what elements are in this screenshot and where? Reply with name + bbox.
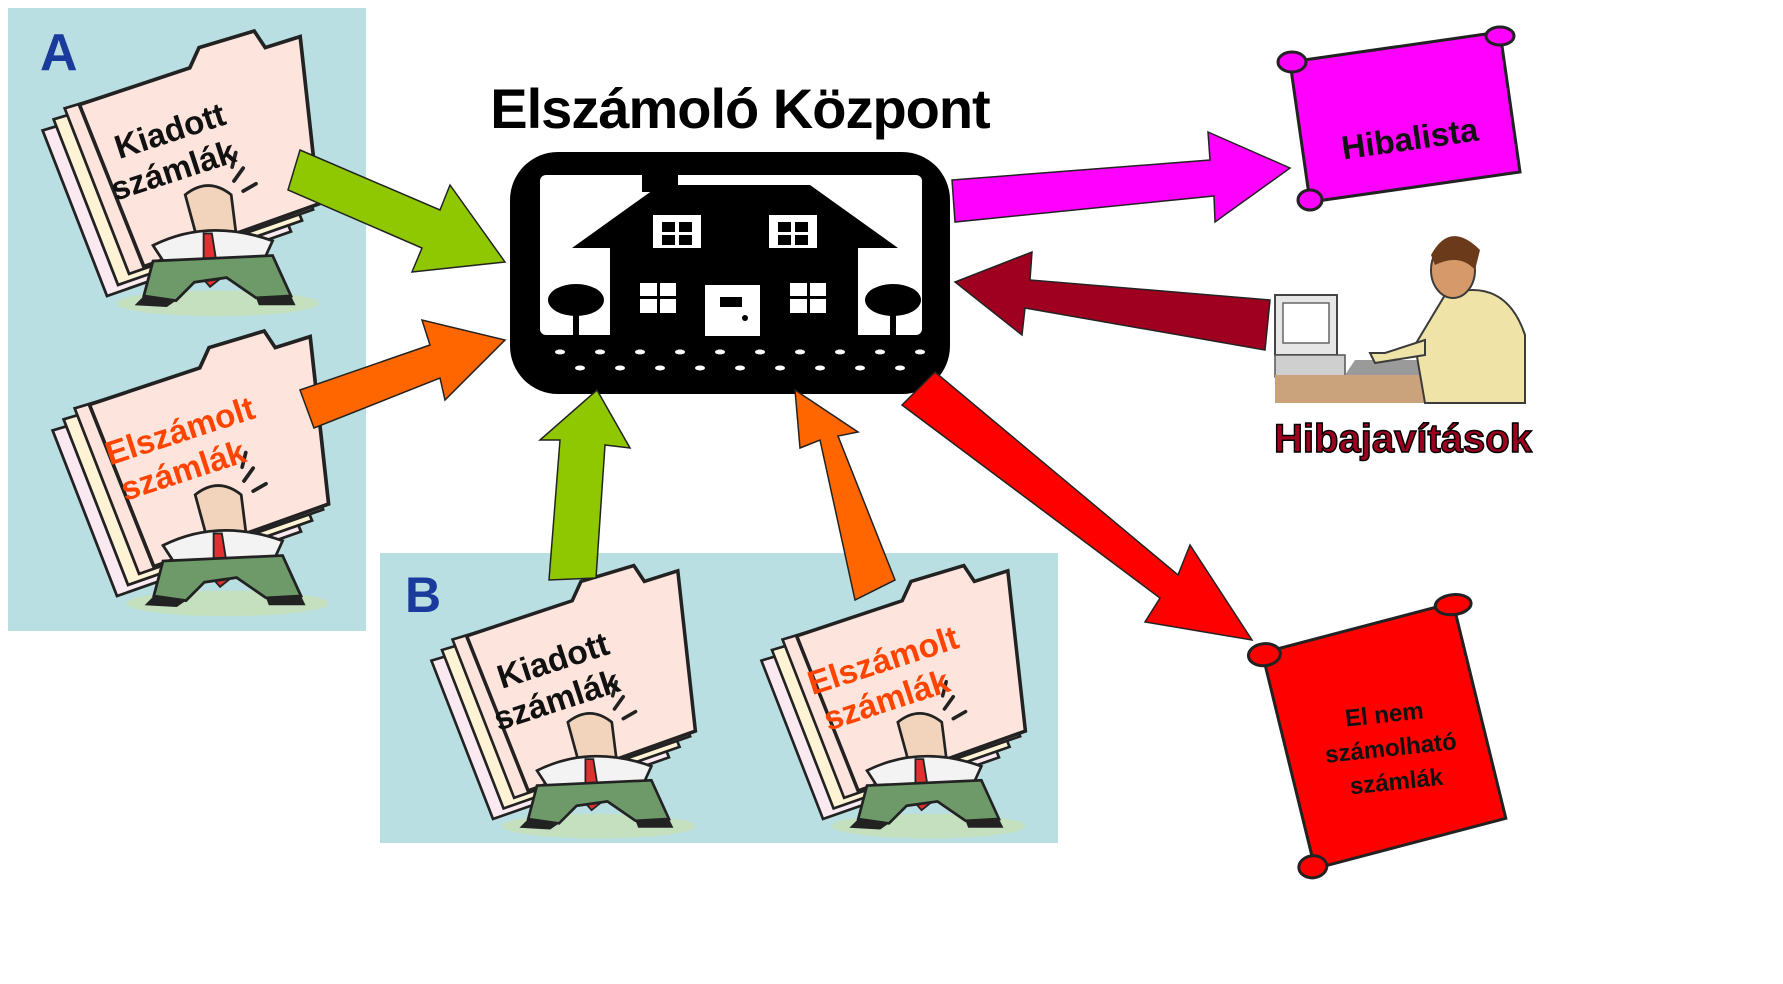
panel-a: A Kiadott számlák Elszámolt számlák bbox=[8, 8, 366, 631]
panel-b-settled-invoices: Elszámolt számlák bbox=[759, 563, 1028, 841]
arrow-b-settled-to-center bbox=[794, 388, 896, 602]
unsettleable-scroll: El nem számolható számlák bbox=[1246, 593, 1508, 880]
corrections-label: Hibajavítások bbox=[1274, 417, 1533, 461]
arrow-b-issued-to-center bbox=[538, 388, 632, 581]
arrow-center-to-unsettleable bbox=[900, 370, 1254, 642]
arrow-a-issued-to-center bbox=[287, 148, 507, 273]
person-at-computer-icon bbox=[1274, 236, 1526, 404]
panel-a-settled-invoices: Elszámolt számlák bbox=[50, 329, 331, 619]
panel-b: B Kiadott számlák Elszámolt számlák bbox=[380, 553, 1058, 843]
page-title: Elszámoló Központ bbox=[490, 77, 990, 140]
panel-b-issued-invoices: Kiadott számlák bbox=[429, 563, 698, 841]
house-icon bbox=[510, 152, 950, 394]
arrow-a-settled-to-center bbox=[299, 318, 507, 429]
panel-a-label: A bbox=[40, 24, 78, 82]
error-list-scroll: Hibalista bbox=[1276, 25, 1522, 212]
panel-b-label: B bbox=[405, 567, 441, 623]
panel-a-issued-invoices: Kiadott számlák bbox=[40, 29, 321, 319]
arrow-center-to-error-list bbox=[951, 130, 1292, 224]
arrow-corrections-to-center bbox=[953, 250, 1271, 351]
